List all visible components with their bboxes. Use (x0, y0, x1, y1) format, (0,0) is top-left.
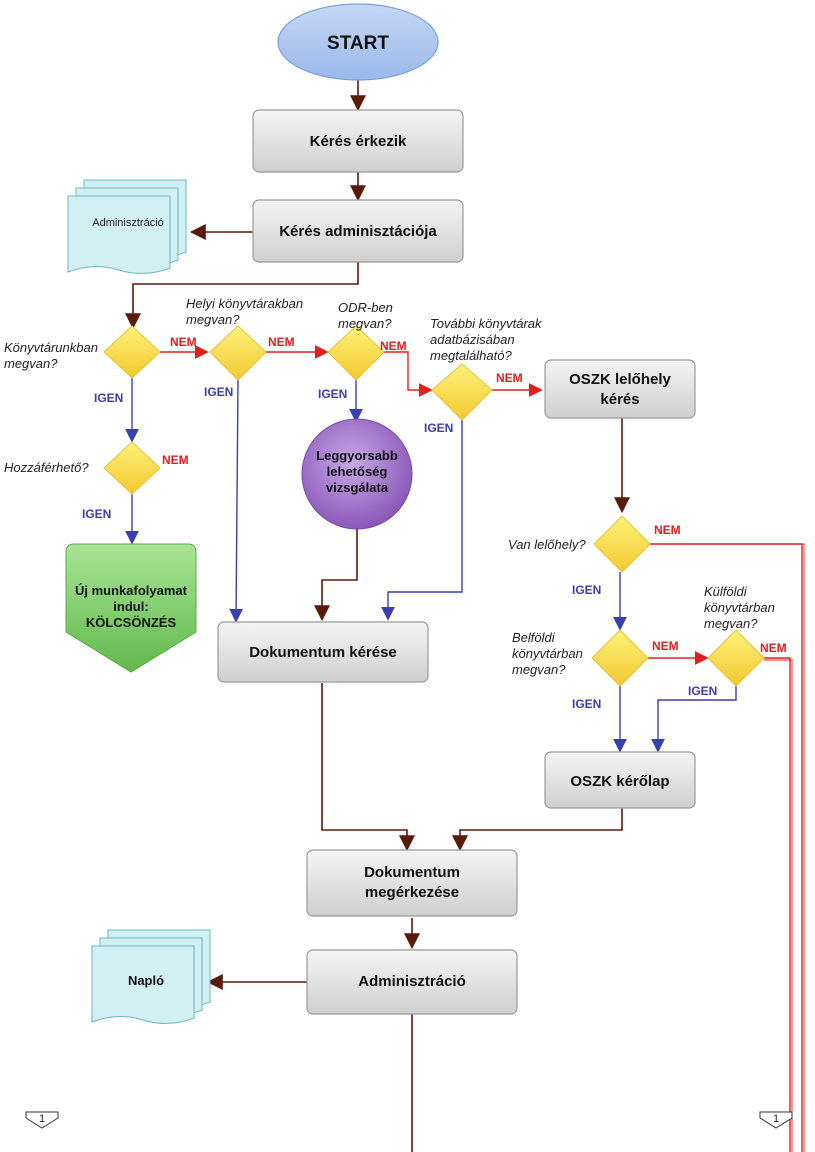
process-adminisztracio: Adminisztráció (306, 949, 518, 1015)
igen-q4: IGEN (424, 421, 453, 435)
q2-line1: Helyi könyvtárakban (186, 296, 303, 311)
q5-line1: Hozzáférhető? (4, 460, 89, 475)
nem-q7: NEM (652, 639, 679, 653)
q6-line1: Van lelőhely? (508, 537, 586, 552)
decision-q5 (103, 441, 161, 495)
offpage-connector-right: 1 (759, 1111, 793, 1129)
leggyorsabb-line1: Leggyorsabb (316, 448, 398, 463)
connector-right-text: 1 (773, 1113, 779, 1125)
uj-munkafolyamat-line2: indul: (113, 599, 148, 614)
oszk-kerolap-text: OSZK kérőlap (570, 773, 669, 790)
document-admin-text: Adminisztráció (92, 217, 164, 229)
adminisztracio-text: Adminisztráció (358, 973, 466, 990)
nem-q8: NEM (760, 641, 787, 655)
document-naplo (91, 929, 211, 1024)
nem-q6: NEM (654, 523, 681, 537)
dokumentum-megerkezese-line2: megérkezése (365, 884, 459, 901)
leggyorsabb-node (301, 418, 413, 530)
process-keres-admin: Kérés adminisztációja (252, 199, 464, 263)
no-connectors (160, 345, 805, 1152)
igen-q6: IGEN (572, 583, 601, 597)
process-keres-erkezik: Kérés érkezik (252, 109, 464, 173)
keres-admin-text: Kérés adminisztációja (279, 223, 437, 240)
decision-q1 (103, 325, 161, 379)
q4-line3: megtalálható? (430, 348, 512, 363)
start-text: START (327, 33, 389, 54)
document-naplo-text: Napló (128, 973, 164, 988)
offpage-connector-left: 1 (25, 1111, 59, 1129)
igen-q7: IGEN (572, 697, 601, 711)
connector-left-text: 1 (39, 1113, 45, 1125)
leggyorsabb-line2: lehetőség (327, 464, 388, 479)
decision-q2 (209, 325, 267, 381)
decision-q6 (593, 515, 651, 573)
decision-q8 (707, 629, 765, 687)
process-oszk-kerolap: OSZK kérőlap (544, 751, 696, 809)
nem-q2: NEM (268, 335, 295, 349)
q7-line3: megvan? (512, 662, 566, 677)
igen-q3: IGEN (318, 387, 347, 401)
dark-connectors (125, 80, 630, 1152)
igen-q2: IGEN (204, 385, 233, 399)
decision-diamonds (103, 325, 765, 687)
decision-q3 (327, 325, 385, 381)
keres-erkezik-text: Kérés érkezik (310, 133, 407, 150)
q7-line2: könyvtárban (512, 646, 583, 661)
nem-q1: NEM (170, 335, 197, 349)
q7-line1: Belföldi (512, 630, 556, 645)
uj-munkafolyamat-line3: KÖLCSÖNZÉS (86, 615, 177, 630)
q8-line3: megvan? (704, 616, 758, 631)
process-dokumentum-kerese: Dokumentum kérése (217, 621, 429, 683)
q8-line2: könyvtárban (704, 600, 775, 615)
process-oszk-lelohely: OSZK lelőhely kérés (544, 359, 696, 419)
igen-q5: IGEN (82, 507, 111, 521)
q4-line2: adatbázisában (430, 332, 515, 347)
document-admin (67, 179, 187, 274)
q3-line1: ODR-ben (338, 300, 393, 315)
uj-munkafolyamat-line1: Új munkafolyamat (75, 583, 188, 598)
dokumentum-megerkezese-line1: Dokumentum (364, 864, 460, 881)
yes-connectors (125, 378, 737, 753)
oszk-lelohely-line2: kérés (600, 391, 639, 408)
oszk-lelohely-line1: OSZK lelőhely (569, 371, 671, 388)
nem-q4: NEM (496, 371, 523, 385)
igen-q8: IGEN (688, 684, 717, 698)
decision-q4 (431, 363, 493, 421)
q8-line1: Külföldi (704, 584, 748, 599)
q4-line1: További könyvtárak (430, 316, 543, 331)
igen-q1: IGEN (94, 391, 123, 405)
start-node (277, 3, 439, 81)
nem-q5: NEM (162, 453, 189, 467)
q1-line1: Könyvtárunkban (4, 340, 98, 355)
q2-line2: megvan? (186, 312, 240, 327)
dokumentum-kerese-text: Dokumentum kérése (249, 644, 397, 661)
q1-line2: megvan? (4, 356, 58, 371)
nem-q3: NEM (380, 339, 407, 353)
decision-q7 (591, 629, 649, 687)
uj-munkafolyamat-node (65, 543, 197, 673)
q3-line2: megvan? (338, 316, 392, 331)
process-dokumentum-megerkezese: Dokumentum megérkezése (306, 849, 518, 917)
leggyorsabb-line3: vizsgálata (326, 480, 389, 495)
